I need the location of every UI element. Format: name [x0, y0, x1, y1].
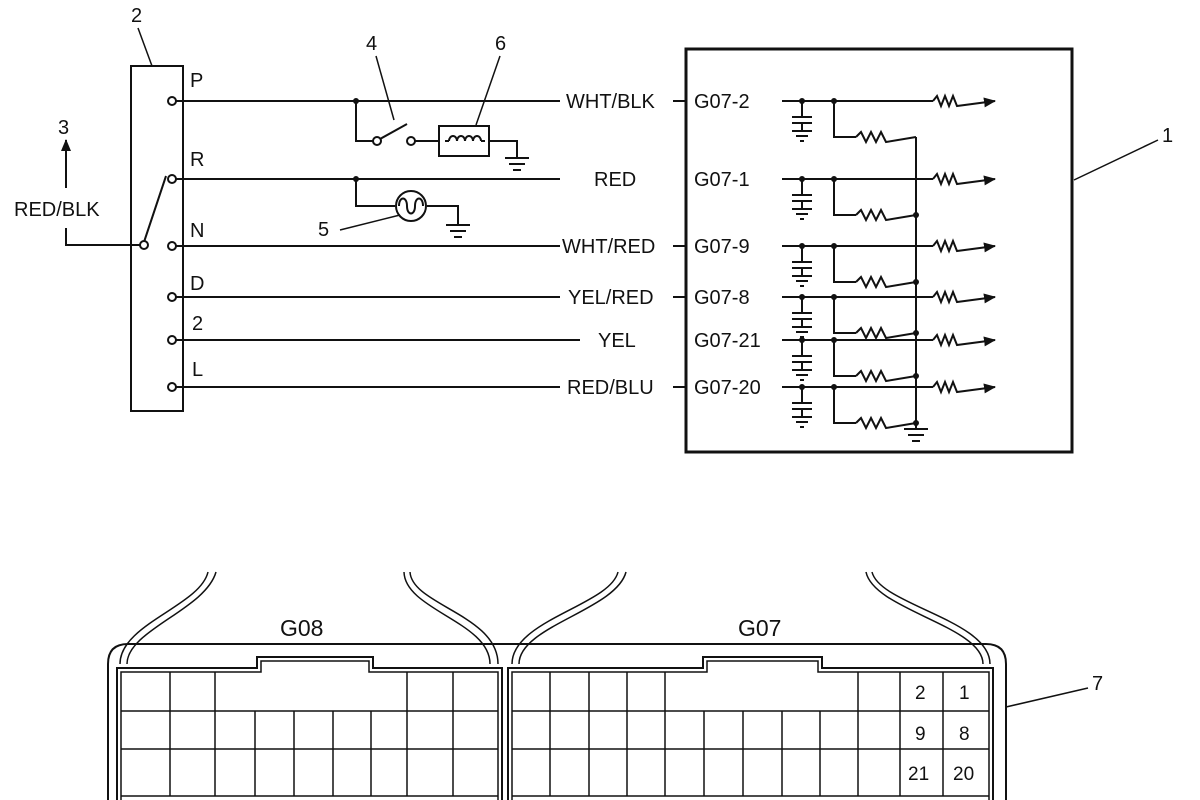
- switch-body: [130, 65, 184, 412]
- pin-number: 1: [959, 683, 970, 704]
- series-resistor: [932, 93, 996, 109]
- inhibitor-feed: [355, 101, 373, 142]
- callout-5: 5: [318, 219, 329, 241]
- callout-7: 7: [1092, 673, 1103, 695]
- connector-housing: [107, 643, 1007, 800]
- ground-icon: [446, 224, 470, 238]
- callout-1-leader: [1073, 139, 1159, 181]
- position-label-n: N: [190, 220, 204, 242]
- series-resistor: [932, 289, 996, 305]
- connector-title-g08: G08: [280, 615, 323, 641]
- pin-number: 2: [915, 683, 926, 704]
- callout-1: 1: [1162, 125, 1173, 147]
- position-label-r: R: [190, 149, 204, 171]
- series-resistor: [932, 238, 996, 254]
- ecm-pin-label: G07-1: [694, 169, 750, 191]
- wire-color-label: RED/BLU: [567, 377, 654, 399]
- red-blk-wire: [65, 228, 140, 246]
- ecm-input-channels: [782, 93, 996, 431]
- series-resistor: [932, 379, 996, 395]
- ecm-pin-label: G07-9: [694, 236, 750, 258]
- inhibitor-contact-a: [372, 136, 382, 146]
- ecm-pin-label: G07-2: [694, 91, 750, 113]
- callout-4: 4: [366, 33, 377, 55]
- wire-color-label: YEL: [598, 330, 636, 352]
- switch-position-labels: P R N D 2 L: [190, 70, 204, 381]
- callout-2: 2: [131, 5, 142, 27]
- series-resistor: [932, 332, 996, 348]
- ecm-pin-label: G07-21: [694, 330, 761, 352]
- switch-wiper: [143, 175, 167, 243]
- ecm-box: [684, 47, 1074, 454]
- pull-resistor: [855, 368, 917, 384]
- wiper-pivot: [139, 240, 149, 250]
- connector-g08: [116, 656, 503, 800]
- inhibitor-blade: [379, 123, 408, 140]
- wire-color-label: WHT/RED: [562, 236, 655, 258]
- position-label-p: P: [190, 70, 203, 92]
- pull-resistor: [855, 325, 917, 341]
- pin-number: 8: [959, 724, 970, 745]
- pull-resistor: [855, 274, 917, 290]
- switch-terminals: [167, 96, 177, 392]
- position-label-2: 2: [192, 313, 203, 335]
- wire-color-label: YEL/RED: [568, 287, 654, 309]
- ecm-pin-labels: G07-2 G07-1 G07-9 G07-8 G07-21 G07-20: [694, 91, 761, 399]
- callout-4-leader: [375, 55, 395, 121]
- connector-pin-numbers: 2 1 9 8 21 20: [908, 683, 974, 785]
- position-label-d: D: [190, 273, 204, 295]
- callout-2-leader: [137, 27, 153, 67]
- ecm-pin-label: G07-20: [694, 377, 761, 399]
- callout-7-leader: [1005, 687, 1089, 708]
- callout-6: 6: [495, 33, 506, 55]
- wire-color-label: WHT/BLK: [566, 91, 656, 113]
- pin-number: 20: [953, 764, 974, 785]
- callout-6-leader: [475, 55, 501, 126]
- position-label-l: L: [192, 359, 203, 381]
- relay-coil-icon: [438, 125, 490, 157]
- pull-resistor: [855, 207, 917, 223]
- ground-icon: [904, 428, 928, 442]
- wire-color-label: RED: [594, 169, 636, 191]
- harness-curves: [119, 571, 991, 665]
- pull-resistor: [855, 415, 917, 431]
- connector-title-g07: G07: [738, 615, 781, 641]
- pin-number: 9: [915, 724, 926, 745]
- series-resistor: [932, 171, 996, 187]
- lamp-icon: [395, 190, 427, 222]
- ecm-pin-label: G07-8: [694, 287, 750, 309]
- connector-g07: [507, 656, 994, 800]
- ground-icon: [505, 157, 529, 171]
- pin-number: 21: [908, 764, 929, 785]
- callout-3: 3: [58, 117, 69, 139]
- wire-color-labels: WHT/BLK RED WHT/RED YEL/RED YEL RED/BLU: [562, 91, 656, 399]
- inhibitor-contact-b: [406, 136, 416, 146]
- red-blk-label: RED/BLK: [14, 199, 100, 221]
- pull-resistor: [855, 129, 917, 145]
- callout-5-leader: [339, 214, 401, 231]
